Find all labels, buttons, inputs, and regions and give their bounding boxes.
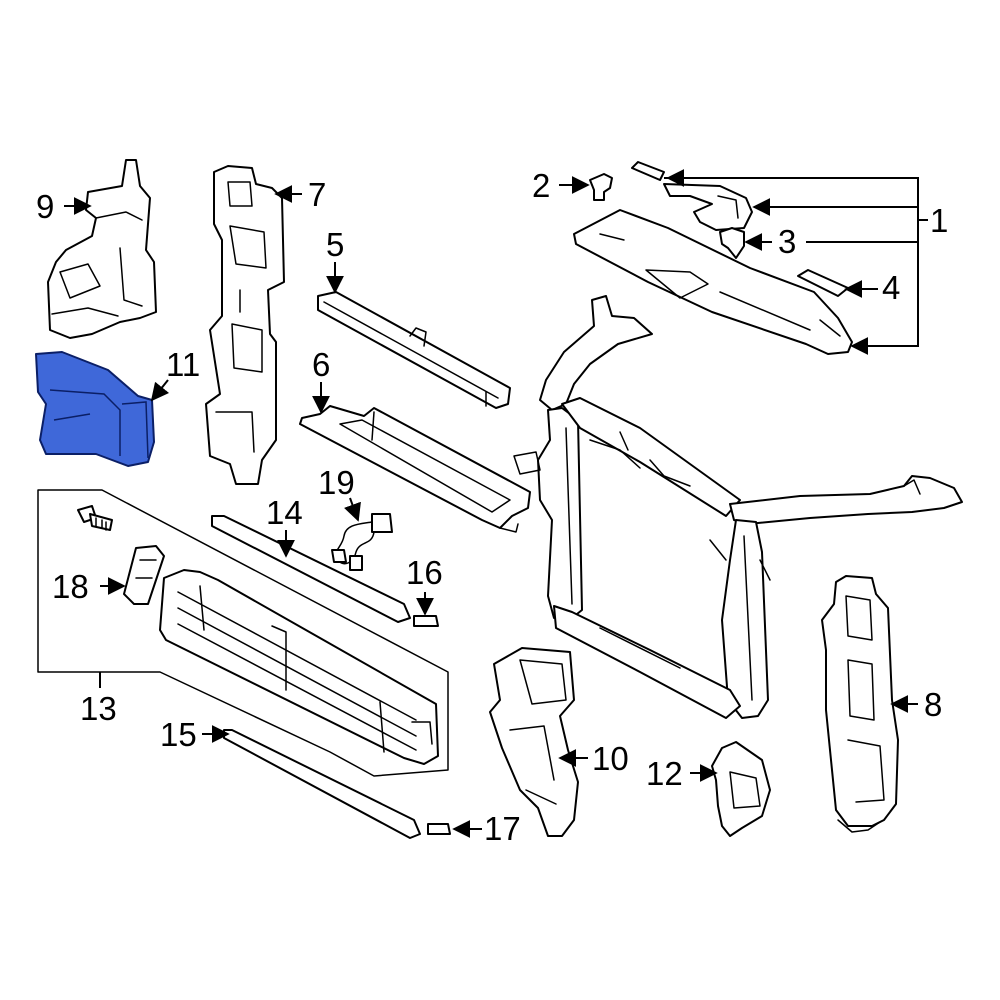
part-10-air-guide[interactable] xyxy=(489,647,579,837)
part-5-upper-baffle[interactable] xyxy=(317,291,511,409)
callout-12: 12 xyxy=(646,755,683,792)
callout-13: 13 xyxy=(80,690,117,727)
part-16-clip[interactable] xyxy=(413,615,439,627)
callout-2: 2 xyxy=(532,167,550,204)
part-19-wire-harness[interactable] xyxy=(331,513,393,571)
part-13-bolt[interactable] xyxy=(77,505,113,531)
callout-14: 14 xyxy=(266,494,303,531)
callout-11: 11 xyxy=(166,346,200,383)
part-13-shutter-assembly[interactable] xyxy=(159,569,439,765)
part-2-clip[interactable] xyxy=(589,173,613,201)
leader-lines xyxy=(64,169,928,838)
callout-7: 7 xyxy=(308,176,326,213)
callout-labels: 1 2 3 4 5 6 7 8 9 10 11 12 13 14 15 16 1… xyxy=(36,167,948,847)
part-17-clip[interactable] xyxy=(427,823,451,835)
callout-1: 1 xyxy=(930,202,948,239)
callout-9: 9 xyxy=(36,188,54,225)
callout-8: 8 xyxy=(924,686,942,723)
callout-17: 17 xyxy=(484,810,521,847)
part-11-air-guide-highlighted[interactable] xyxy=(35,351,155,467)
callout-6: 6 xyxy=(312,346,330,383)
callout-16: 16 xyxy=(406,554,443,591)
callout-18: 18 xyxy=(52,568,89,605)
part-12-bracket[interactable] xyxy=(711,741,771,837)
callout-4: 4 xyxy=(882,269,900,306)
part-7-side-seal[interactable] xyxy=(205,165,285,485)
callout-15: 15 xyxy=(160,716,197,753)
callout-3: 3 xyxy=(778,223,796,260)
part-18-connector[interactable] xyxy=(123,545,165,605)
part-13-group-frame xyxy=(37,489,449,777)
callout-5: 5 xyxy=(326,226,344,263)
part-8-side-seal[interactable] xyxy=(821,575,899,833)
callout-10: 10 xyxy=(592,740,629,777)
callout-19: 19 xyxy=(318,464,355,501)
radiator-support-frame[interactable] xyxy=(513,295,963,719)
part-14-seal-strip[interactable] xyxy=(211,515,411,623)
part-9-air-guide[interactable] xyxy=(47,159,157,339)
part-1-upper-cover-assembly[interactable] xyxy=(573,161,853,355)
